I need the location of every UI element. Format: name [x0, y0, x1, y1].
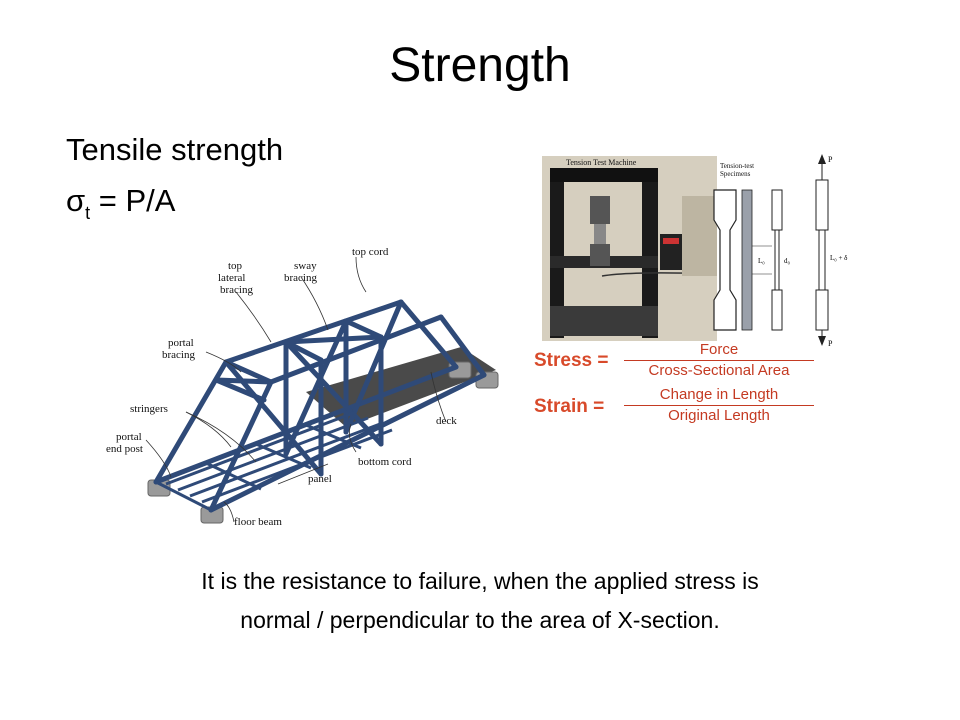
label-bottom-cord: bottom cord: [358, 456, 412, 468]
load-label-top: P: [828, 155, 833, 164]
photo-caption: Tension Test Machine: [566, 158, 637, 167]
label-length: L₀: [758, 257, 765, 265]
label-floor-beam: floor beam: [234, 516, 282, 528]
subheading: Tensile strength: [66, 132, 284, 167]
label-elongation: L₀ + δ: [830, 254, 848, 262]
body-text: It is the resistance to failure, when th…: [0, 562, 960, 640]
tension-test-machine-photo: Tension Test Machine: [542, 156, 717, 341]
strain-numerator: Change in Length: [659, 386, 779, 403]
body-line-1: It is the resistance to failure, when th…: [201, 568, 759, 594]
strain-fraction-bar: [624, 405, 814, 406]
label-top-cord: top cord: [352, 246, 389, 258]
sigma-symbol: σ: [66, 183, 86, 218]
stress-denominator: Cross-Sectional Area: [648, 362, 790, 379]
slide-title: Strength: [389, 39, 571, 92]
load-label-bottom: P: [828, 339, 833, 348]
label-diameter: d₀: [784, 257, 791, 265]
strain-label: Strain =: [534, 396, 605, 417]
label-deck: deck: [436, 415, 457, 427]
label-stringers: stringers: [130, 403, 168, 415]
panel-dimension: [277, 463, 329, 485]
formula-subscript: t: [85, 203, 91, 223]
tensile-formula: σt = P/A: [66, 183, 176, 223]
strain-denominator: Original Length: [668, 407, 770, 424]
body-line-2: normal / perpendicular to the area of X-…: [240, 607, 720, 633]
formula-rest: = P/A: [90, 183, 176, 218]
leader-lines: [145, 256, 447, 523]
stress-label: Stress =: [534, 350, 609, 371]
label-panel: panel: [308, 473, 332, 485]
stress-numerator: Force: [699, 341, 739, 358]
stress-fraction-bar: [624, 360, 814, 361]
